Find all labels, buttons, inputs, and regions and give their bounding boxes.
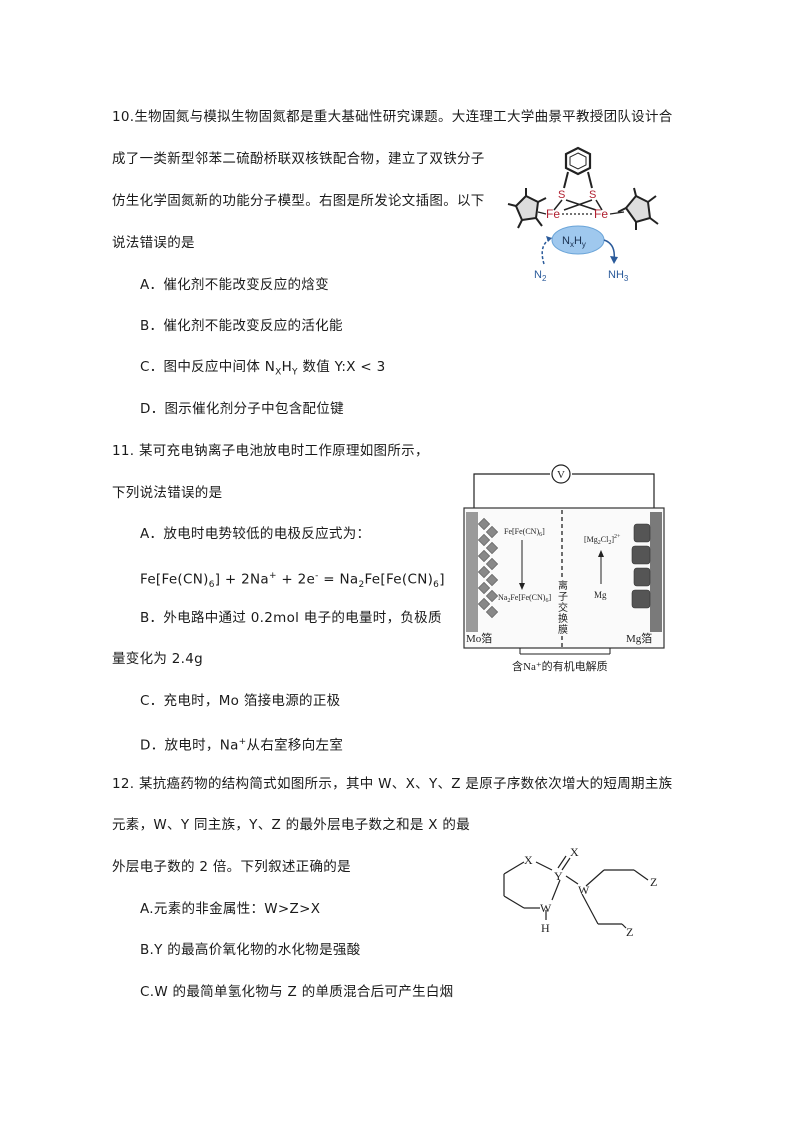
- q10-option-d: D．图示催化剂分子中包含配位键: [140, 401, 344, 417]
- svg-text:膜: 膜: [558, 624, 568, 636]
- q12-stem-line-2: 元素，W、Y 同主族，Y、Z 的最外层电子数之和是 X 的最: [112, 817, 471, 833]
- q12-stem-line-3: 外层电子数的 2 倍。下列叙述正确的是: [112, 859, 351, 875]
- mo-foil-label: Mo箔: [466, 631, 492, 645]
- q11-option-d: D．放电时，Na+从右室移向左室: [140, 737, 344, 754]
- benzene-ring: [564, 146, 592, 176]
- q10-stem-line-2: 成了一类新型邻苯二硫酚桥联双核铁配合物，建立了双铁分子: [112, 151, 485, 167]
- left-bottom-species: Na2Fe[Fe(CN)6]: [498, 593, 551, 604]
- nxhy-label: NxHy: [562, 235, 586, 249]
- left-top-species: Fe[Fe(CN)6]: [504, 527, 545, 538]
- atom-h: H: [541, 921, 550, 935]
- q11-equation: Fe[Fe(CN)6] + 2Na+ + 2e- = Na2Fe[Fe(CN)6…: [140, 571, 445, 591]
- atom-w-ring: W: [540, 901, 552, 915]
- fe-left-label: Fe: [546, 207, 560, 221]
- q10-option-c: C．图中反应中间体 NXHY 数值 Y:X < 3: [140, 359, 386, 378]
- q11-option-b-line-1: B．外电路中通过 0.2mol 电子的电量时，负极质: [140, 610, 442, 626]
- q12-structural-formula: X X Y W W H Z Z: [503, 845, 657, 939]
- mg-electrode: [650, 512, 662, 632]
- s-right-label: S: [589, 189, 596, 201]
- electrolyte-caption: 含Na⁺的有机电解质: [512, 659, 608, 673]
- right-bottom-species: Mg: [594, 590, 607, 600]
- right-deposit-layer: [631, 523, 651, 609]
- q10-option-a: A．催化剂不能改变反应的焓变: [140, 277, 329, 293]
- q11-option-b-line-2: 量变化为 2.4g: [112, 651, 204, 667]
- mo-electrode: [466, 512, 478, 632]
- atom-z-upper: Z: [650, 875, 657, 889]
- membrane-label: 离 子 交 换 膜: [558, 579, 568, 636]
- mg-foil-label: Mg箔: [626, 631, 652, 645]
- left-crystal-layer: [477, 517, 499, 619]
- q10-stem-line-4: 说法错误的是: [112, 235, 195, 251]
- voltmeter-icon: [551, 464, 571, 484]
- svg-text:子: 子: [558, 591, 568, 603]
- svg-text:交: 交: [558, 601, 568, 614]
- q11-battery-figure: V 离 子 交 换 膜 Fe[Fe(CN)6] Na2Fe[Fe(CN)6]: [463, 464, 665, 673]
- q11-stem-line-2: 下列说法错误的是: [112, 485, 223, 501]
- atom-x-double-bond: X: [570, 845, 579, 859]
- fe-right-label: Fe: [594, 207, 608, 221]
- q11-option-a: A．放电时电势较低的电极反应式为：: [140, 526, 371, 542]
- voltmeter-label: V: [557, 469, 565, 481]
- n2-in-arrow: [541, 237, 553, 265]
- right-top-species: [Mg2Cl2]2+: [584, 534, 621, 546]
- q12-option-b: B.Y 的最高价氧化物的水化物是强酸: [140, 942, 361, 958]
- q12-stem-line-1: 12. 某抗癌药物的结构简式如图所示，其中 W、X、Y、Z 是原子序数依次增大的…: [112, 776, 673, 792]
- q10-stem-line-1: 10.生物固氮与模拟生物固氮都是重大基础性研究课题。大连理工大学曲景平教授团队设…: [112, 109, 673, 125]
- q12-option-c: C.W 的最简单氢化物与 Z 的单质混合后可产生白烟: [140, 984, 454, 1000]
- svg-text:换: 换: [558, 612, 568, 625]
- q11-stem-line-1: 11. 某可充电钠离子电池放电时工作原理如图所示，: [112, 443, 429, 459]
- n2-label: N2: [534, 269, 547, 283]
- right-cp-star-ligand: [609, 187, 659, 230]
- q10-stem-line-3: 仿生化学固氮新的功能分子模型。右图是所发论文插图。以下: [112, 193, 485, 209]
- atom-z-lower: Z: [626, 925, 633, 939]
- q11-option-c: C．充电时，Mo 箔接电源的正极: [140, 693, 341, 709]
- q10-diiron-complex-figure: S S Fe Fe NxHy N2 NH3: [507, 146, 659, 283]
- atom-w-chain: W: [578, 883, 590, 897]
- svg-text:离: 离: [558, 579, 568, 592]
- q12-option-a: A.元素的非金属性：W>Z>X: [140, 901, 321, 917]
- q10-option-b: B．催化剂不能改变反应的活化能: [140, 318, 343, 334]
- nh3-label: NH3: [608, 269, 629, 283]
- atom-y: Y: [554, 869, 563, 883]
- s-left-label: S: [558, 189, 565, 201]
- left-cp-star-ligand: [507, 188, 547, 229]
- atom-x-ring: X: [524, 853, 533, 867]
